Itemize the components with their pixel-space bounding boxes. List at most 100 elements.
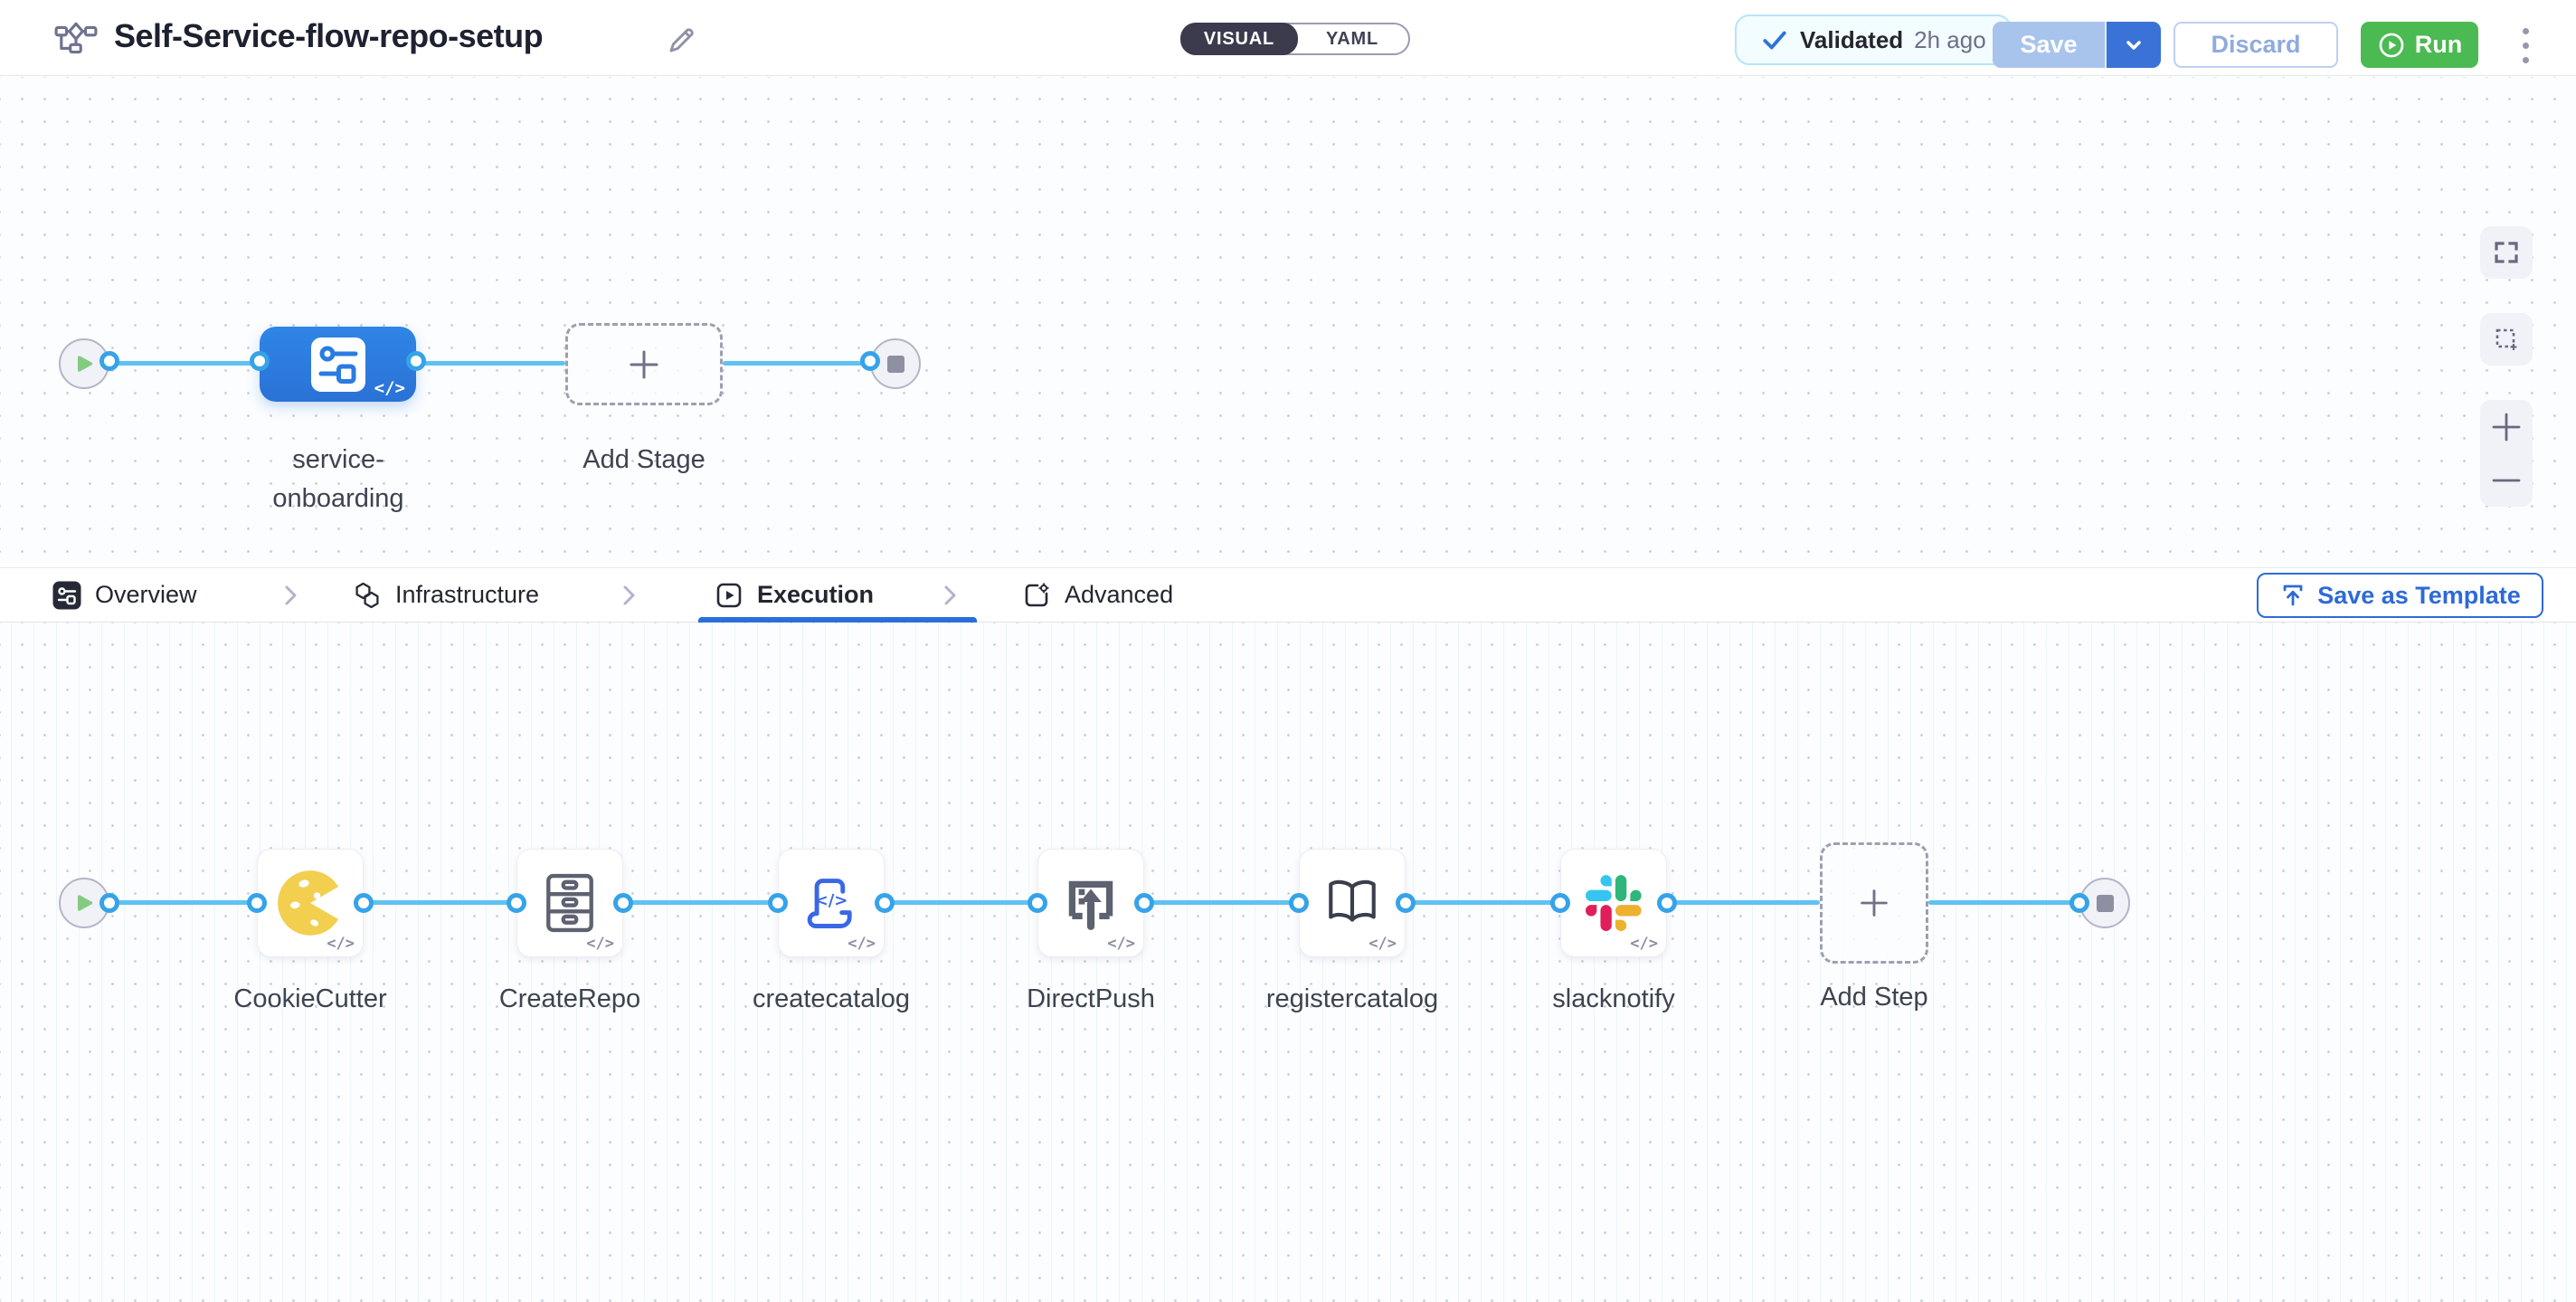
flow-edge [416, 361, 565, 366]
push-upload-icon [1068, 880, 1113, 930]
connector-port [99, 893, 119, 913]
execution-canvas[interactable]: </> </> </> </> [0, 622, 2576, 1302]
step-card-registercatalog[interactable]: </> [1299, 849, 1406, 957]
more-options-kebab-icon[interactable] [2507, 20, 2543, 71]
stop-square-icon [2096, 894, 2114, 912]
connector-port [860, 351, 880, 371]
page-title: Self-Service-flow-repo-setup [114, 17, 544, 54]
marquee-select-icon [2496, 328, 2517, 350]
check-icon [1763, 31, 1786, 50]
step-code-badge: </> [1107, 935, 1135, 953]
add-step-button[interactable] [1820, 842, 1928, 964]
flow-edge [109, 361, 260, 366]
tab-infrastructure[interactable]: Infrastructure [353, 568, 539, 622]
plus-icon [630, 350, 658, 378]
drawer-cabinet-icon [546, 873, 593, 933]
tab-separator-chevron-icon [938, 568, 961, 622]
chevron-down-icon [2126, 40, 2141, 50]
overview-icon [52, 581, 81, 609]
fullscreen-button[interactable] [2480, 226, 2533, 279]
flow-edge [623, 900, 778, 905]
validated-badge[interactable]: Validated 2h ago [1735, 14, 2012, 65]
flow-edge [364, 900, 516, 905]
discard-button[interactable]: Discard [2174, 22, 2338, 68]
tab-advanced[interactable]: Advanced [1022, 568, 1173, 622]
validated-label: Validated [1800, 25, 1904, 53]
connector-port [768, 893, 788, 913]
step-code-badge: </> [586, 935, 614, 953]
end-node [870, 338, 921, 389]
connector-port [1134, 893, 1154, 913]
stage-node-service-onboarding[interactable]: </> [260, 327, 416, 402]
validated-time: 2h ago [1914, 25, 1986, 53]
connector-port [247, 893, 267, 913]
active-tab-underline [698, 617, 977, 622]
select-area-button[interactable] [2480, 313, 2533, 366]
zoom-in-button[interactable] [2480, 400, 2533, 453]
step-card-createrepo[interactable]: </> [516, 849, 623, 957]
add-step-label: Add Step [1820, 983, 1928, 1012]
plus-icon [2492, 413, 2521, 441]
svg-text:</>: </> [815, 891, 848, 910]
save-button[interactable]: Save [1993, 22, 2105, 68]
stage-canvas[interactable]: </> service- onboarding Add Stage [0, 77, 2576, 567]
slack-icon [1586, 875, 1642, 931]
stage-tabbar: Overview Infrastructure Execution Advanc… [0, 567, 2576, 622]
connector-port [406, 351, 426, 371]
toggle-visual[interactable]: VISUAL [1180, 23, 1298, 55]
code-scroll-icon: </> [807, 879, 852, 928]
tab-separator-chevron-icon [279, 568, 302, 622]
step-code-badge: </> [1368, 935, 1397, 953]
step-label: CookieCutter [233, 984, 387, 1013]
cookiecutter-icon [278, 870, 338, 936]
save-as-template-button[interactable]: Save as Template [2257, 573, 2543, 618]
connector-port [1028, 893, 1047, 913]
connector-port [613, 893, 633, 913]
flow-edge [1406, 900, 1560, 905]
connector-port [1550, 893, 1570, 913]
connector-port [1289, 893, 1309, 913]
step-card-slacknotify[interactable]: </> [1560, 849, 1667, 957]
step-label: slacknotify [1552, 984, 1675, 1013]
toggle-yaml[interactable]: YAML [1325, 28, 1379, 49]
flow-edge [885, 900, 1037, 905]
save-split-button: Save [1993, 22, 2161, 68]
connector-port [354, 893, 374, 913]
step-code-badge: </> [848, 935, 876, 953]
edit-title-pencil-icon[interactable] [666, 24, 698, 56]
flow-edge [1667, 900, 1820, 905]
connector-port [1396, 893, 1416, 913]
step-card-createcatalog[interactable]: </> </> [778, 849, 885, 957]
connector-port [2069, 893, 2089, 913]
run-play-icon [2379, 33, 2404, 57]
step-card-directpush[interactable]: </> [1037, 849, 1144, 957]
tab-execution[interactable]: Execution [715, 568, 874, 622]
step-label: CreateRepo [498, 984, 641, 1013]
step-code-badge: </> [1630, 935, 1658, 953]
tab-separator-chevron-icon [617, 568, 640, 622]
flow-edge [109, 900, 257, 905]
connector-port [1657, 893, 1677, 913]
save-options-caret[interactable] [2105, 22, 2161, 68]
pipeline-header: Self-Service-flow-repo-setup VISUAL YAML… [0, 0, 2576, 76]
flow-edge [723, 361, 870, 366]
step-label: registercatalog [1265, 984, 1439, 1013]
add-stage-button[interactable] [565, 323, 723, 405]
tab-overview[interactable]: Overview [52, 568, 197, 622]
custom-stage-icon [310, 337, 365, 392]
run-label: Run [2414, 31, 2463, 58]
step-label: DirectPush [1027, 984, 1155, 1013]
pipeline-flowchart-icon [54, 22, 98, 54]
upload-template-icon [2283, 584, 2303, 606]
step-label: createcatalog [752, 984, 911, 1013]
open-book-icon [1329, 879, 1376, 922]
step-card-cookiecutter[interactable]: </> [257, 849, 364, 957]
stage-code-badge: </> [374, 378, 405, 398]
run-button[interactable]: Run [2361, 22, 2478, 68]
minus-icon [2492, 479, 2521, 481]
visual-yaml-toggle[interactable]: VISUAL YAML [1180, 23, 1410, 55]
stop-square-icon [886, 355, 904, 373]
zoom-out-button[interactable] [2480, 453, 2533, 507]
plus-icon [1861, 889, 1888, 917]
start-play-icon [77, 895, 93, 911]
